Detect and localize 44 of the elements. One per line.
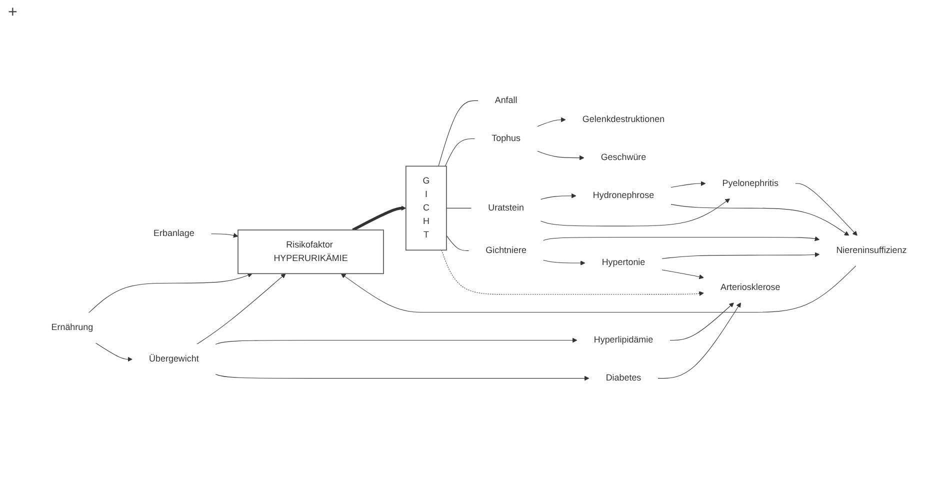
node-text: Tophus [492, 134, 520, 144]
node-box: G I C H T [406, 166, 447, 251]
node-text: Übergewicht [149, 354, 199, 364]
arrow [352, 206, 406, 232]
arrow [542, 260, 586, 266]
arrow [196, 273, 286, 344]
arrow [95, 342, 132, 362]
arrow [795, 183, 858, 236]
node-text: Arteriosklerose [720, 282, 780, 292]
node-box: Risikofaktor HYPERURIKÄMIE [238, 230, 384, 274]
arrow [662, 252, 820, 259]
connector [446, 235, 470, 251]
node-text: Erbanlage [154, 228, 194, 238]
plus-sign: + [8, 4, 18, 22]
arrow [210, 232, 238, 238]
node-text: Diabetes [606, 373, 642, 383]
node-text: Hydronephrose [592, 190, 654, 200]
arrow [540, 193, 576, 200]
node-text: Uratstein [488, 203, 524, 213]
node-text: Niereninsuffizienz [836, 246, 907, 256]
arrow [658, 302, 741, 379]
connector [444, 138, 476, 166]
node-text: Gelenkdestruktionen [582, 114, 665, 124]
node-text: Gichtniere [486, 246, 526, 256]
connector [438, 100, 478, 166]
arrow [537, 117, 566, 127]
node-text: Ernährung [51, 322, 94, 332]
arrow [215, 338, 578, 345]
node-text: Hyperlipidämie [594, 335, 654, 345]
node-text: Pyelonephritis [722, 178, 779, 188]
arrow [662, 270, 704, 280]
arrow [670, 181, 706, 188]
arrow [542, 236, 820, 242]
node-text: Anfall [494, 96, 518, 106]
arrow [215, 374, 590, 381]
arrow [670, 204, 850, 236]
arrow [537, 150, 584, 160]
node-text: Geschwüre [600, 152, 646, 162]
arrow [441, 250, 704, 296]
arrow [340, 266, 856, 313]
arrow [88, 272, 253, 314]
node-text: Hypertonie [602, 258, 646, 268]
arrow [670, 302, 734, 341]
arrow [540, 198, 730, 226]
